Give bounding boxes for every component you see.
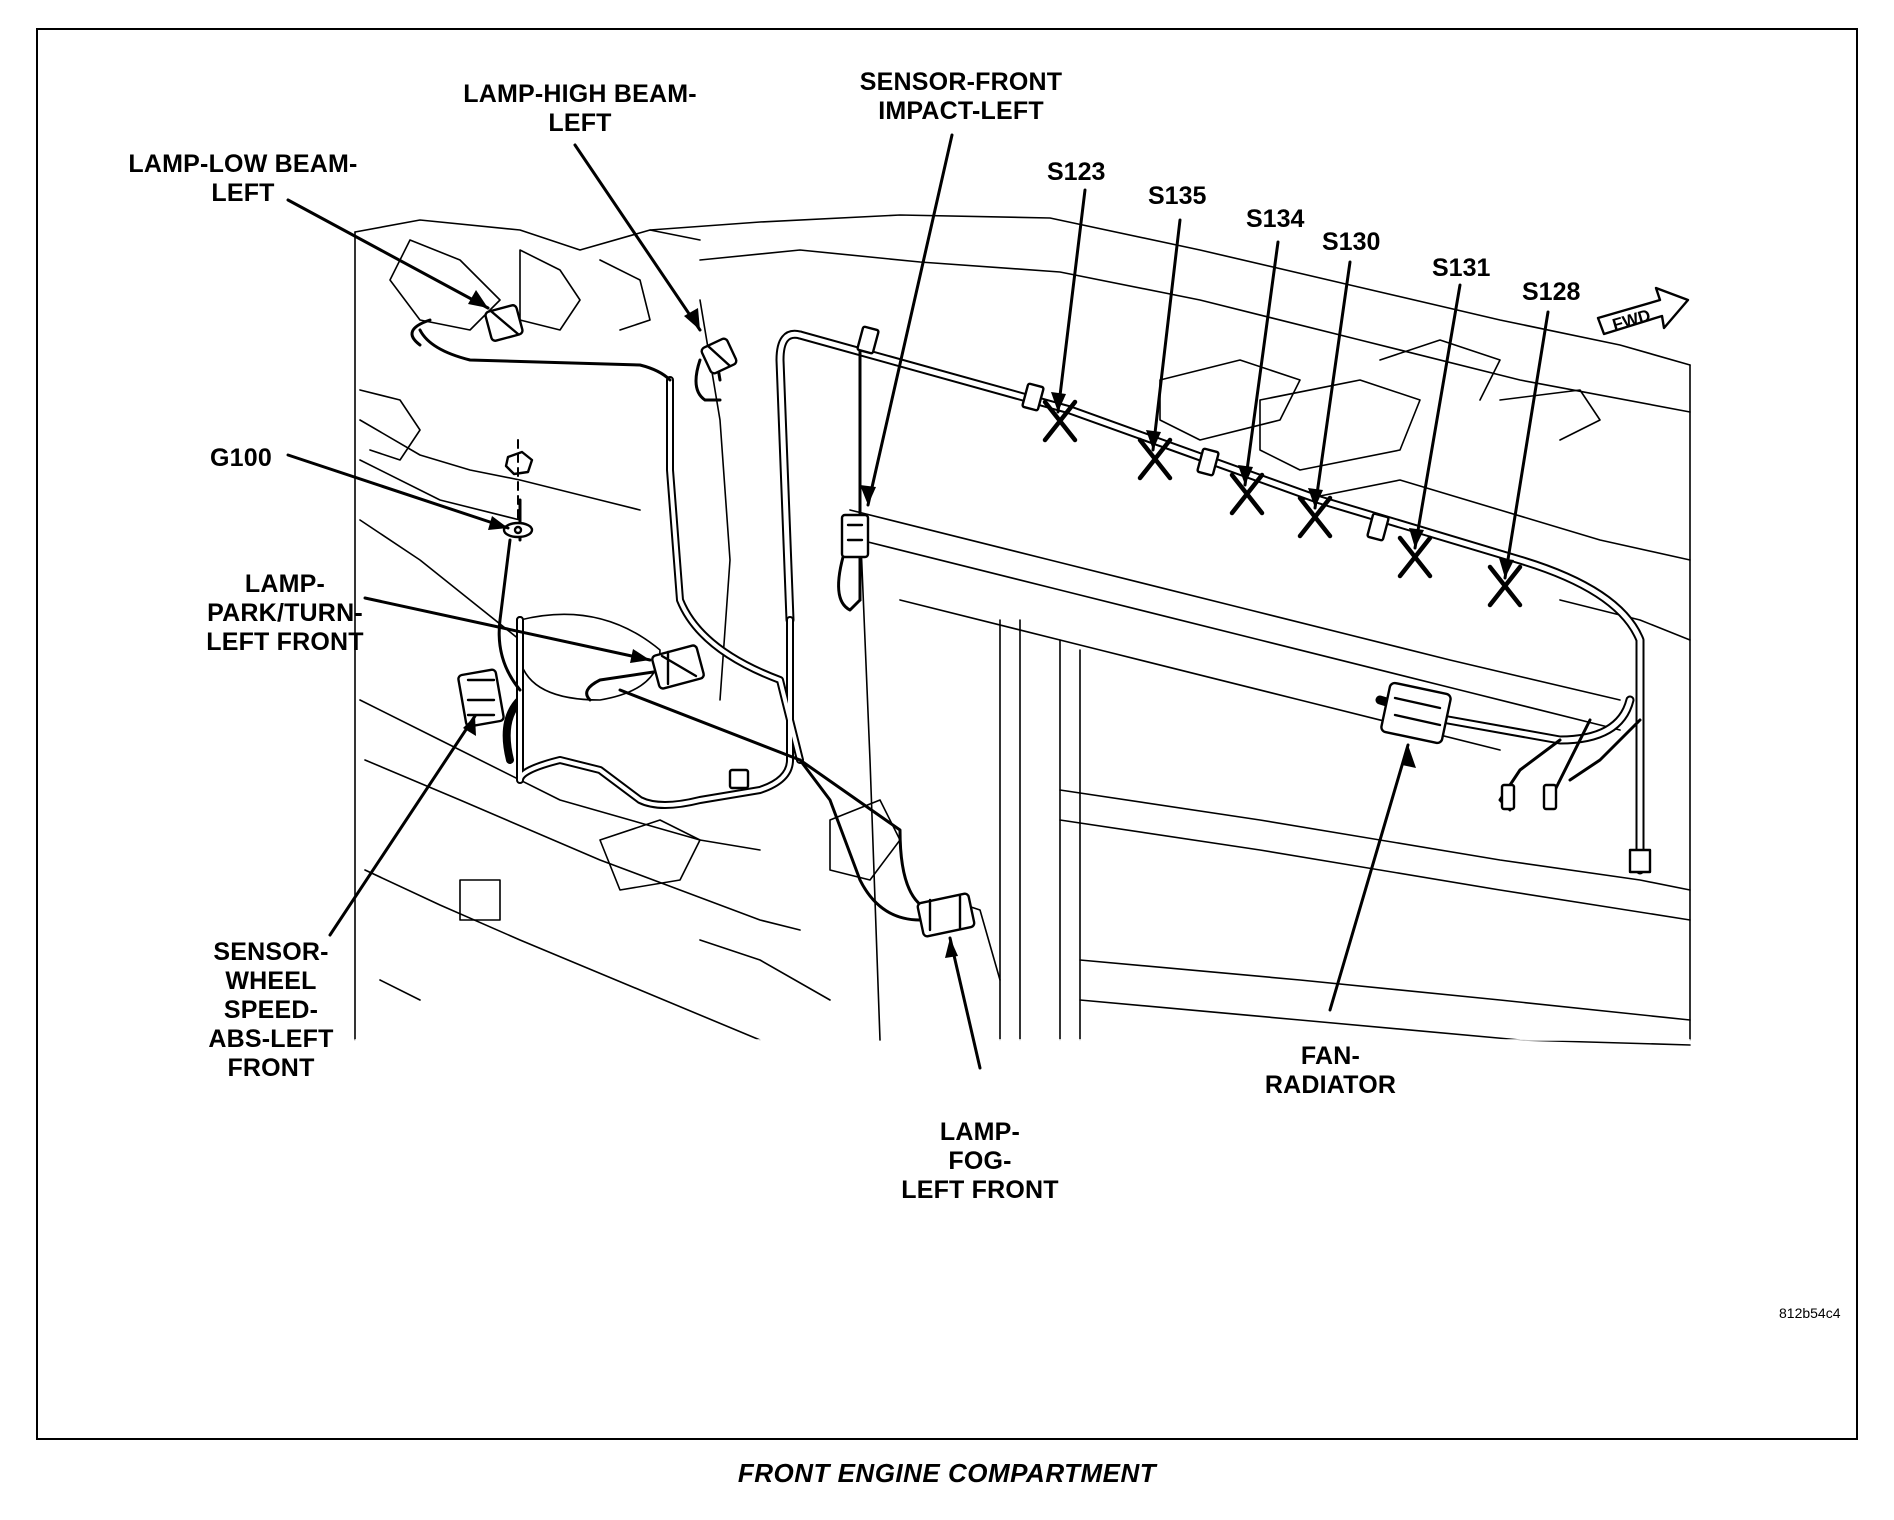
splice-label-s123: S123 bbox=[1047, 158, 1106, 186]
clip-5 bbox=[728, 768, 750, 790]
tail-2 bbox=[1542, 783, 1558, 811]
figure-caption: FRONT ENGINE COMPARTMENT bbox=[737, 1458, 1157, 1488]
park-turn-connector bbox=[651, 644, 705, 690]
vehicle-structure bbox=[354, 214, 1691, 1046]
high-beam-connector bbox=[700, 337, 738, 375]
splice-label-s130: S130 bbox=[1322, 228, 1381, 256]
low-beam-connector bbox=[484, 304, 524, 342]
splice-label-s128: S128 bbox=[1522, 278, 1581, 306]
g100-ground-nut bbox=[504, 450, 534, 476]
diagram-frame bbox=[36, 28, 1858, 1440]
leader-lines bbox=[286, 133, 1550, 1070]
label-lamp-fog-left-front: LAMP- FOG- LEFT FRONT bbox=[901, 1118, 1059, 1204]
label-sensor-wheel-speed-abs-left-front: SENSOR- WHEEL SPEED- ABS-LEFT FRONT bbox=[208, 938, 334, 1082]
connectors bbox=[457, 304, 1652, 938]
label-lamp-park-turn-left-front: LAMP- PARK/TURN- LEFT FRONT bbox=[206, 570, 364, 656]
fan-connector bbox=[1380, 681, 1452, 745]
label-g100: G100 bbox=[210, 444, 272, 472]
splice-marks bbox=[1042, 399, 1523, 608]
label-lamp-high-beam-left: LAMP-HIGH BEAM- LEFT bbox=[463, 80, 697, 137]
splice-label-s135: S135 bbox=[1148, 182, 1207, 210]
arrow-heads bbox=[463, 290, 1514, 958]
g100-eyelet bbox=[502, 521, 534, 539]
label-lamp-low-beam-left: LAMP-LOW BEAM- LEFT bbox=[128, 150, 358, 207]
left-harness-branches bbox=[502, 376, 804, 809]
wheel-speed-sensor bbox=[457, 668, 505, 728]
clip-4 bbox=[856, 325, 880, 355]
fog-lamp-connector bbox=[916, 892, 976, 938]
figure-id: 812b54c4 bbox=[1779, 1305, 1841, 1321]
label-sensor-front-impact-left: SENSOR-FRONT IMPACT-LEFT bbox=[859, 68, 1063, 125]
impact-sensor-connector bbox=[840, 513, 870, 559]
thin-wires bbox=[410, 318, 1642, 922]
clip-3 bbox=[1021, 382, 1045, 412]
fwd-label: FWD bbox=[1610, 306, 1652, 335]
fwd-arrow-icon bbox=[1596, 286, 1690, 336]
tail-1 bbox=[1500, 783, 1516, 811]
splice-label-s131: S131 bbox=[1432, 254, 1491, 282]
label-fan-radiator: FAN- RADIATOR bbox=[1264, 1042, 1397, 1099]
clip-1 bbox=[1196, 447, 1220, 477]
trunk-end bbox=[1628, 848, 1652, 874]
clip-2 bbox=[1366, 512, 1390, 542]
splice-label-s134: S134 bbox=[1246, 205, 1305, 233]
